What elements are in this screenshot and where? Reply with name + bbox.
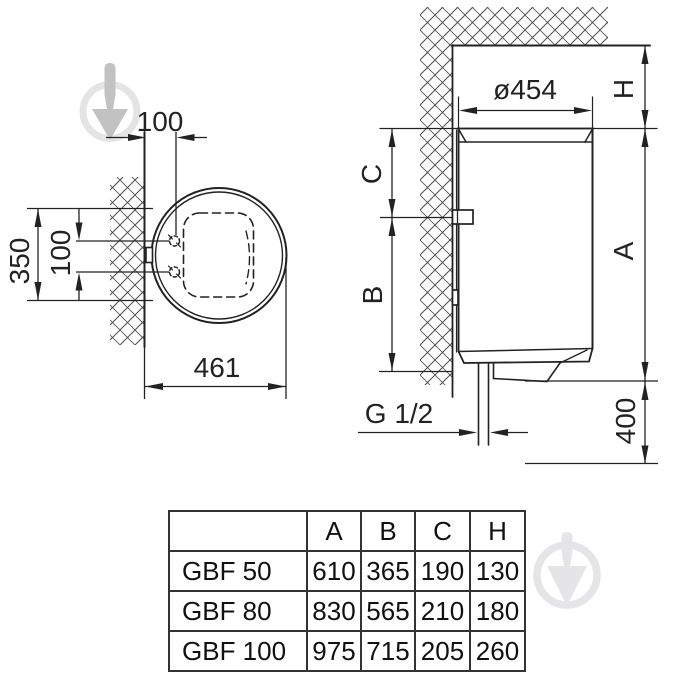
table-row: GBF 80 830 565 210 180 [168,590,526,632]
dim-label-b: B [357,285,388,305]
value-h: 180 [469,590,526,632]
dim-label-c: C [356,163,387,185]
table-header-a: A [306,510,362,552]
side-view-tank [379,44,658,446]
side-view-dimensions [358,46,658,465]
dim-label-overall-width: 461 [193,352,241,383]
table-header-b: B [360,510,416,552]
top-view-dimensions [27,132,287,399]
dimension-spec-table: A B C H GBF 50 610 365 190 130 GBF 80 83… [168,510,526,672]
table-header-model [168,510,308,552]
table-header-row: A B C H [168,510,526,552]
table-header-c: C [414,510,471,552]
value-c: 205 [414,630,471,672]
watermark-down-arrow-icon [79,63,141,142]
table-row: GBF 50 610 365 190 130 [168,550,526,592]
dim-label-a: A [608,241,639,261]
dim-label-hole-offset: 100 [136,106,184,137]
dim-label-bottom-clearance: 400 [610,397,641,445]
value-b: 365 [360,550,416,592]
value-h: 260 [469,630,526,672]
table-header-h: H [469,510,526,552]
model-name: GBF 100 [168,630,308,672]
watermark-down-arrow-icon [533,532,601,609]
dim-label-hole-spacing: 100 [45,229,76,277]
value-b: 565 [360,590,416,632]
value-c: 190 [414,550,471,592]
table-row: GBF 100 975 715 205 260 [168,630,526,672]
top-view-wall-hatch [110,177,145,345]
dim-label-pipe-thread: G 1/2 [364,398,434,429]
top-view-tank [143,131,288,348]
value-h: 130 [469,550,526,592]
value-a: 610 [306,550,362,592]
dim-label-diameter: ø454 [493,74,557,105]
dim-label-mount-height: 350 [4,237,35,285]
value-a: 975 [306,630,362,672]
value-c: 210 [414,590,471,632]
side-view-wall-hatch [420,7,608,385]
model-name: GBF 80 [168,590,308,632]
model-name: GBF 50 [168,550,308,592]
value-a: 830 [306,590,362,632]
value-b: 715 [360,630,416,672]
dim-label-h: H [608,78,639,100]
